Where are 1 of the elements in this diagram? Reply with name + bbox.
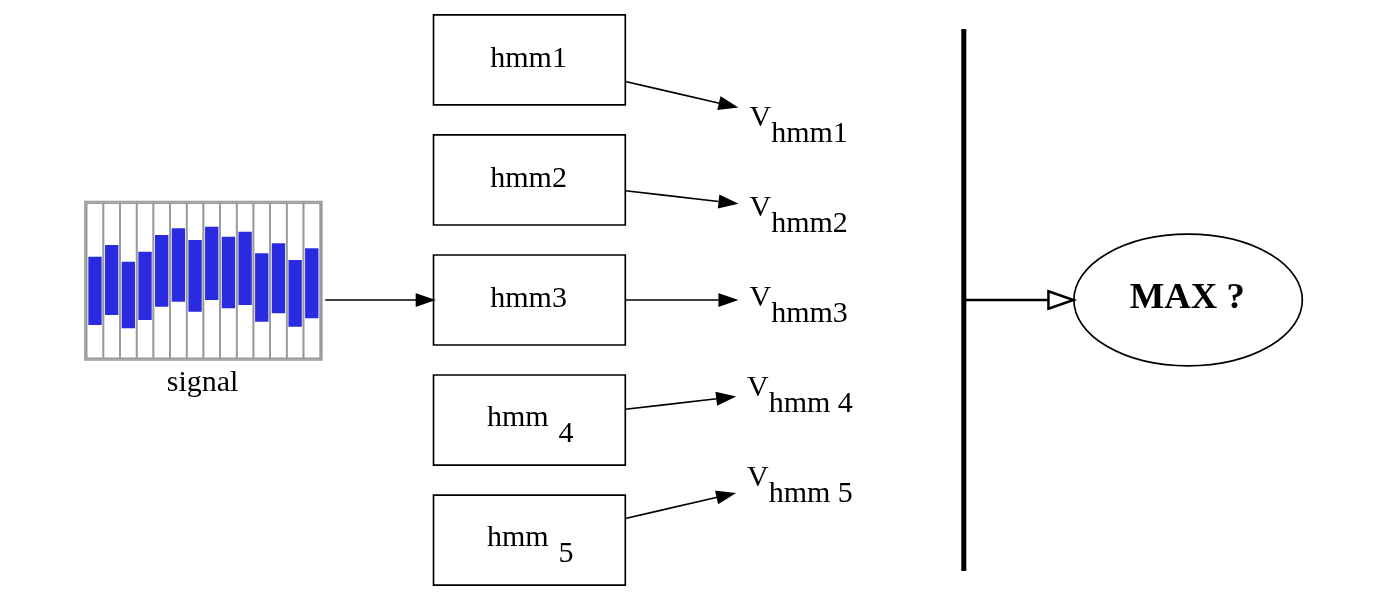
node-label: signal (166, 363, 239, 397)
